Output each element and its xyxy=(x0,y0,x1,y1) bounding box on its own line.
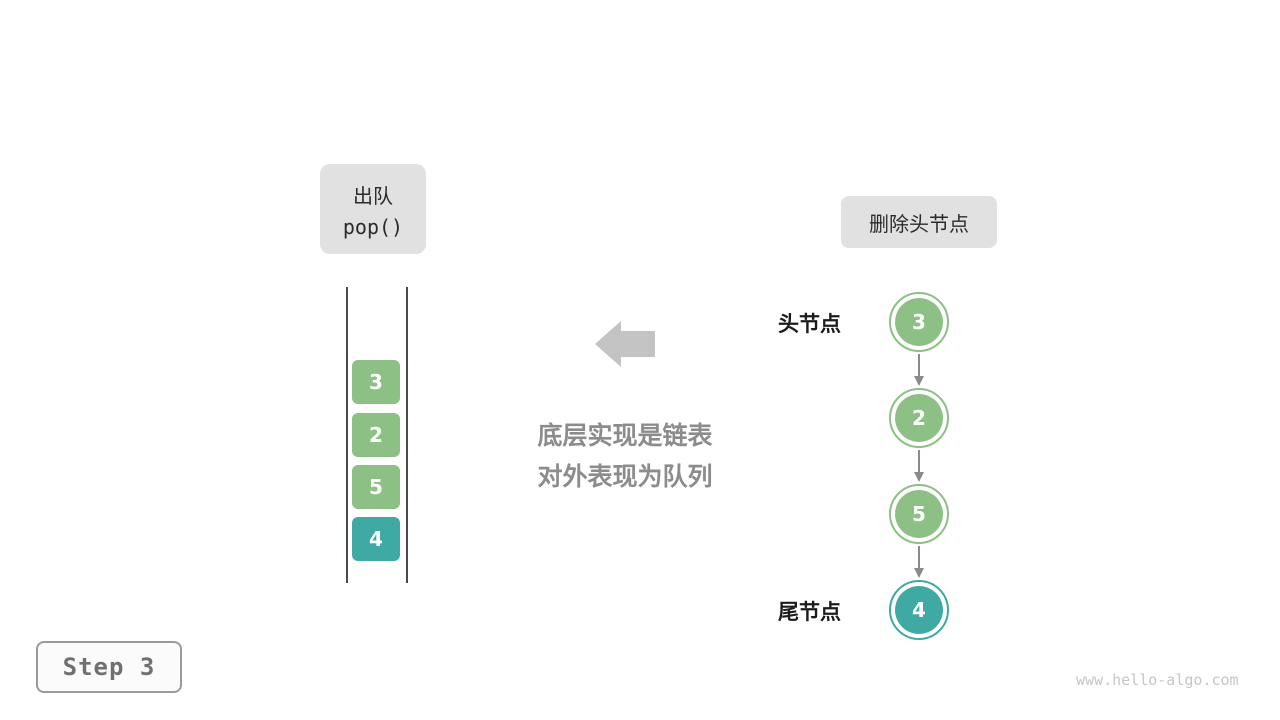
list-node: 3 xyxy=(889,292,949,352)
list-node: 5 xyxy=(889,484,949,544)
queue-item-value: 5 xyxy=(369,475,383,499)
queue-item-value: 2 xyxy=(369,423,383,447)
caption-line2: 对外表现为队列 xyxy=(537,462,713,491)
watermark: www.hello-algo.com xyxy=(1076,671,1239,689)
queue-item: 5 xyxy=(352,465,400,509)
head-node-label: 头节点 xyxy=(778,312,841,336)
step-badge-text: Step 3 xyxy=(62,653,156,681)
queue-item: 2 xyxy=(352,413,400,457)
delete-head-label-text: 删除头节点 xyxy=(869,211,969,236)
queue-item-value: 4 xyxy=(369,527,383,551)
list-node-value: 5 xyxy=(895,490,943,538)
arrow-down-icon xyxy=(914,546,924,578)
arrow-down-icon xyxy=(914,450,924,482)
caption-line1: 底层实现是链表 xyxy=(537,421,713,450)
delete-head-label: 删除头节点 xyxy=(841,196,997,248)
queue-wall-left xyxy=(346,287,348,583)
queue-item: 4 xyxy=(352,517,400,561)
caption: 底层实现是链表 对外表现为队列 xyxy=(475,415,775,497)
queue-item-value: 3 xyxy=(369,370,383,394)
list-node-value: 2 xyxy=(895,394,943,442)
list-node-value: 4 xyxy=(895,586,943,634)
list-node: 4 xyxy=(889,580,949,640)
list-node-value: 3 xyxy=(895,298,943,346)
arrow-left-icon xyxy=(595,321,655,367)
queue-item: 3 xyxy=(352,360,400,404)
tail-node-label: 尾节点 xyxy=(778,600,841,624)
queue-wall-right xyxy=(406,287,408,583)
step-badge: Step 3 xyxy=(36,641,182,693)
dequeue-label: 出队 pop() xyxy=(320,164,426,254)
list-node: 2 xyxy=(889,388,949,448)
dequeue-label-text: 出队 xyxy=(353,183,393,208)
arrow-down-icon xyxy=(914,354,924,386)
dequeue-label-code: pop() xyxy=(342,214,404,239)
